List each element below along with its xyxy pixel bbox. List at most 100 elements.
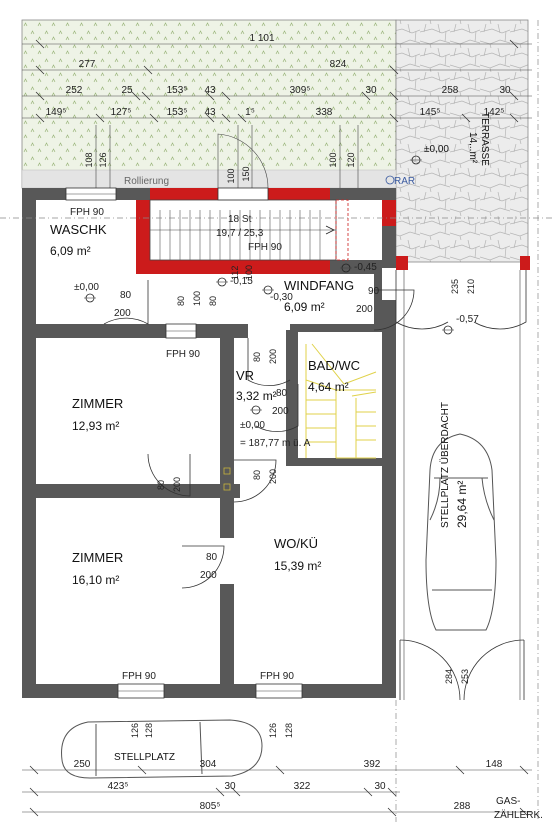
d-z2-200: 200	[200, 570, 217, 581]
dim-v-150: 150	[241, 166, 251, 181]
dim-top-3-3: 153⁵	[167, 85, 188, 96]
room-name-wokue: WO/KÜ	[274, 536, 318, 551]
level-vr: ±0,00	[240, 420, 265, 431]
window-label-2: FPH 90	[166, 349, 200, 360]
d-100a: 100	[192, 291, 202, 306]
dim-top-4-5: 1⁵	[245, 107, 255, 118]
dim-top-4-1: 149⁵	[46, 107, 67, 118]
d-ent-210: 210	[466, 279, 476, 294]
d-vr-200a: 200	[268, 349, 278, 364]
d-bad-80: 80	[276, 388, 288, 399]
window-label-4: FPH 90	[260, 671, 294, 682]
dim-bot-2-4: 30	[374, 781, 386, 792]
label-gas: GAS-	[496, 796, 520, 807]
d-112: 112	[230, 266, 240, 280]
level-carport: -0,57	[456, 314, 479, 325]
d-gar-253: 253	[460, 669, 470, 684]
dim-bot-1-4: 148	[486, 759, 503, 770]
room-name-zimmer1: ZIMMER	[72, 396, 123, 411]
dim-total-width: 1 101	[249, 33, 274, 44]
level-terrace: ±0,00	[424, 144, 449, 155]
d-st-128: 128	[144, 723, 154, 738]
level-windfang2: -0,30	[270, 292, 293, 303]
top-dimensions: 1 101 277 824 252 25 153⁵ 43 309⁵ 30 258…	[22, 33, 532, 123]
windows	[65, 187, 303, 699]
dim-top-3-7: 258	[442, 85, 459, 96]
label-stellplatz: STELLPLATZ	[114, 752, 175, 763]
dim-top-2-1: 277	[79, 59, 96, 70]
d-z1-200: 200	[172, 477, 182, 492]
d-vr-200b: 200	[268, 469, 278, 484]
d-z1-80: 80	[156, 480, 166, 490]
stairs-ratio: 19,7 / 25,3	[216, 228, 264, 239]
upper-stair-outline	[305, 343, 377, 459]
room-name-vr: VR	[236, 368, 254, 383]
dim-v-126: 126	[98, 152, 108, 167]
level-markers: ±0,00 -0,15 -0,30 -0,45 -0,57 ±0,00 = 18…	[74, 262, 479, 449]
dim-bot-3-1: 805⁵	[200, 801, 221, 812]
car-icon	[61, 719, 263, 779]
room-area-wokue: 15,39 m²	[274, 559, 321, 573]
staircase	[149, 199, 349, 261]
label-rar: RAR	[394, 176, 415, 187]
fixture-icon	[223, 467, 231, 475]
dim-v-100b: 100	[328, 152, 338, 167]
dim-bot-2-2: 30	[224, 781, 236, 792]
dim-bot-1-2: 304	[200, 759, 217, 770]
dim-top-3-1: 252	[66, 85, 83, 96]
label-stellplatz-covered: STELLPLATZ ÜBERDACHT	[439, 402, 451, 528]
label-stellplatz-area: 29,64 m²	[455, 481, 469, 528]
interior-walls	[36, 260, 382, 684]
window-label-1: FPH 90	[70, 207, 104, 218]
label-zaehler: ZÄHLERK.	[494, 809, 543, 821]
dim-bot-3-2: 288	[454, 801, 471, 812]
room-labels: WASCHK 6,09 m² WINDFANG 6,09 m² BAD/WC 4…	[50, 222, 360, 587]
label-terrasse-area: 14,..m²	[467, 132, 478, 164]
d-z2-80: 80	[206, 552, 218, 563]
room-area-zimmer1: 12,93 m²	[72, 419, 119, 433]
room-area-vr: 3,32 m²	[236, 389, 277, 403]
d-wf-200: 200	[356, 304, 373, 315]
dim-top-2-2: 824	[330, 59, 347, 70]
room-name-windfang: WINDFANG	[284, 278, 354, 293]
d-80a: 80	[176, 296, 186, 306]
dim-top-4-2: 127⁵	[111, 107, 132, 118]
stairs-steps: 18 St	[228, 214, 252, 225]
outer-walls	[22, 188, 396, 698]
red-walls	[136, 188, 530, 274]
dim-top-3-5: 309⁵	[290, 85, 311, 96]
level-entry: -0,45	[354, 262, 377, 273]
dim-v-100a: 100	[226, 168, 236, 183]
dim-top-4-4: 43	[204, 107, 216, 118]
dim-bot-1-1: 250	[74, 759, 91, 770]
dim-v-120: 120	[346, 152, 356, 167]
dim-top-3-2: 25	[121, 85, 133, 96]
dim-top-4-6: 338	[316, 107, 333, 118]
garden-door-swing	[217, 133, 269, 189]
d-100b: 100	[244, 265, 254, 280]
car-icon	[425, 433, 497, 631]
doors	[103, 270, 527, 701]
room-area-bad: 4,64 m²	[308, 380, 349, 394]
carport	[395, 20, 539, 822]
level-vr-abs: = 187,77 m ü. A	[240, 438, 311, 449]
label-rollierung: Rollierung	[124, 176, 169, 187]
bottom-dimensions: 250 304 392 148 423⁵ 30 322 30 805⁵ 288	[22, 759, 532, 817]
dim-top-3-6: 30	[365, 85, 377, 96]
d-st-128b: 128	[284, 723, 294, 738]
room-name-bad: BAD/WC	[308, 358, 360, 373]
garden-area	[21, 19, 397, 189]
room-area-waschk: 6,09 m²	[50, 244, 91, 258]
d-st-126: 126	[130, 723, 140, 738]
window-label-5: FPH 90	[248, 242, 282, 253]
d-wk-200: 200	[114, 308, 131, 319]
terrace-area	[395, 19, 529, 263]
d-wk-80: 80	[120, 290, 132, 301]
d-80b: 80	[208, 296, 218, 306]
d-ent-235: 235	[450, 279, 460, 294]
dim-top-4-8: 142⁵	[484, 107, 505, 118]
door-dimensions: 80 200 80 100 112 100 80 90 200 235 210 …	[114, 265, 476, 738]
level-waschk: ±0,00	[74, 282, 99, 293]
window-label-3: FPH 90	[122, 671, 156, 682]
fixture-icon	[223, 483, 231, 491]
